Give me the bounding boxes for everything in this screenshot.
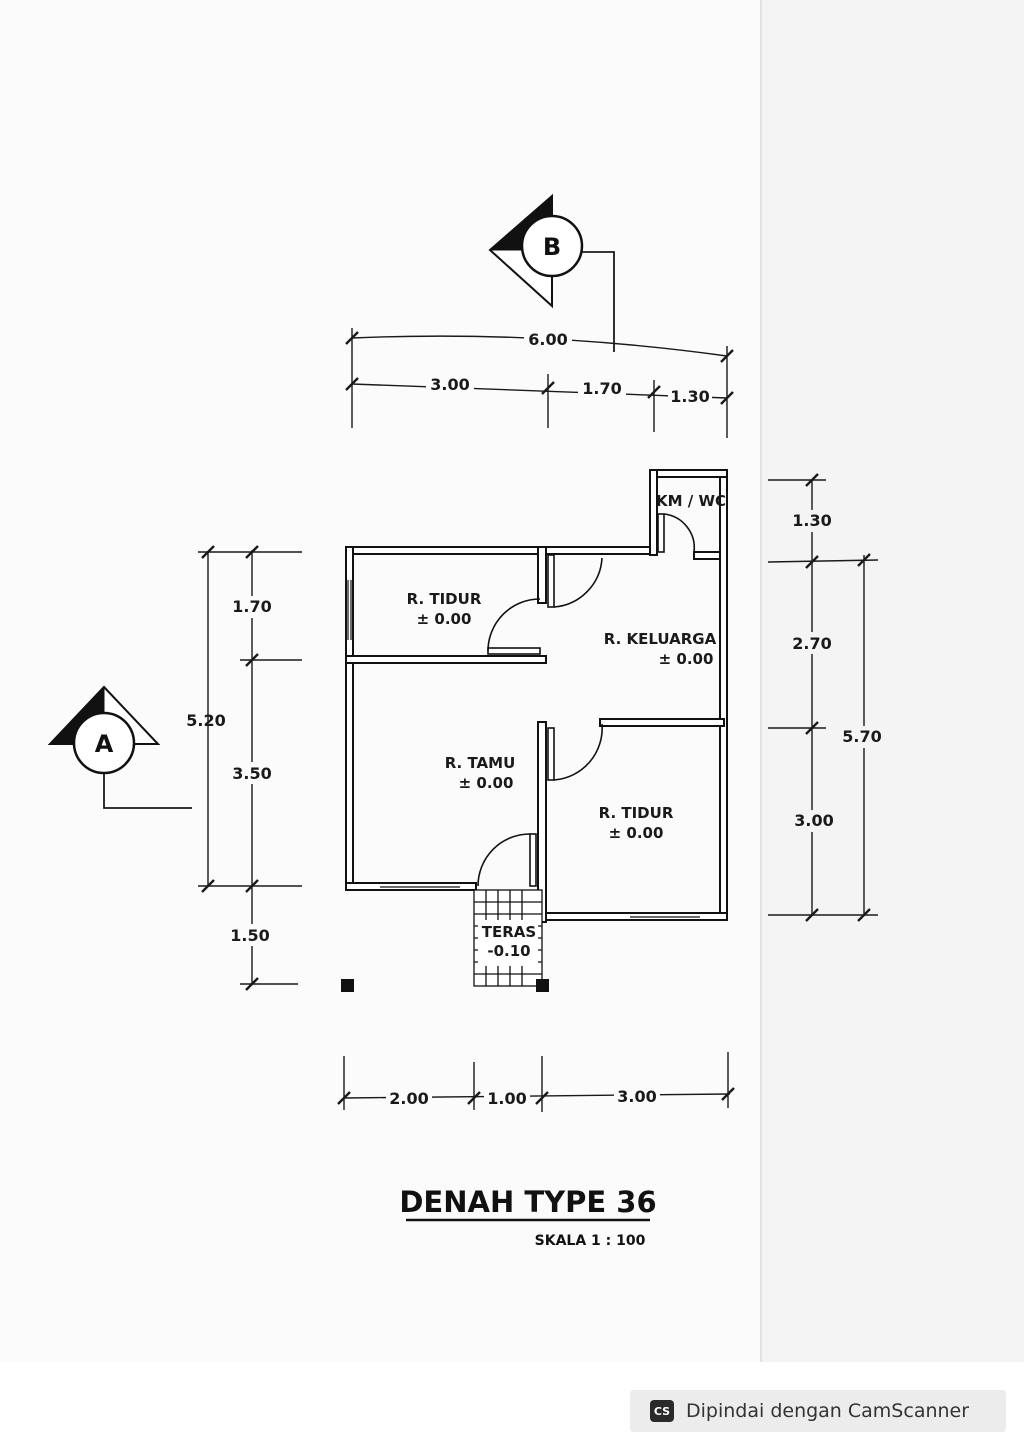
dim-left-seg-3: 1.50 xyxy=(230,926,269,945)
right-dimensions xyxy=(767,473,879,922)
dim-right-seg-3: 3.00 xyxy=(794,811,833,830)
camscanner-logo-icon: CS xyxy=(650,1400,674,1422)
room-label-bedroom-2: R. TIDUR xyxy=(599,804,674,822)
doors xyxy=(477,513,696,887)
room-label-bedroom-1: R. TIDUR xyxy=(407,590,482,608)
dim-left-seg-1: 1.70 xyxy=(232,597,271,616)
room-label-bathroom: KM / WC xyxy=(656,492,726,510)
floor-plan-drawing: B A 6.00 3.00 1.70 1.30 5.20 1.70 3.50 1… xyxy=(47,193,882,1249)
room-label-living-room: R. TAMU xyxy=(445,754,516,772)
room-level-family-room: ± 0.00 xyxy=(659,650,714,668)
section-marker-b xyxy=(488,193,615,352)
section-label-b: B xyxy=(543,233,561,261)
dim-top-total: 6.00 xyxy=(528,330,567,349)
dim-bottom-seg-3: 3.00 xyxy=(617,1087,656,1106)
dim-right-seg-2: 2.70 xyxy=(792,634,831,653)
camscanner-watermark: CS Dipindai dengan CamScanner xyxy=(630,1390,1006,1432)
column-right xyxy=(536,979,549,992)
room-level-bedroom-2: ± 0.00 xyxy=(609,824,664,842)
dim-top-seg-3: 1.30 xyxy=(670,387,709,406)
room-label-family-room: R. KELUARGA xyxy=(604,630,717,648)
dim-bottom-seg-1: 2.00 xyxy=(389,1089,428,1108)
dim-top-seg-2: 1.70 xyxy=(582,379,621,398)
dim-right-total: 5.70 xyxy=(842,727,881,746)
dim-bottom-seg-2: 1.00 xyxy=(487,1089,526,1108)
room-label-terrace: TERAS xyxy=(482,923,536,941)
drawing-title: DENAH TYPE 36 xyxy=(399,1185,656,1219)
dim-right-seg-1: 1.30 xyxy=(792,511,831,530)
dim-top-seg-1: 3.00 xyxy=(430,375,469,394)
section-label-a: A xyxy=(95,730,114,758)
section-marker-a xyxy=(47,685,192,809)
column-left xyxy=(341,979,354,992)
windows xyxy=(347,580,700,918)
dim-left-seg-2: 3.50 xyxy=(232,764,271,783)
camscanner-text: Dipindai dengan CamScanner xyxy=(686,1400,970,1422)
dim-left-total: 5.20 xyxy=(186,711,225,730)
paper-fold-strip xyxy=(760,0,1024,1362)
left-dimensions xyxy=(198,545,302,991)
room-level-living-room: ± 0.00 xyxy=(459,774,514,792)
room-level-terrace: -0.10 xyxy=(487,942,530,960)
drawing-scale: SKALA 1 : 100 xyxy=(535,1233,646,1249)
room-level-bedroom-1: ± 0.00 xyxy=(417,610,472,628)
